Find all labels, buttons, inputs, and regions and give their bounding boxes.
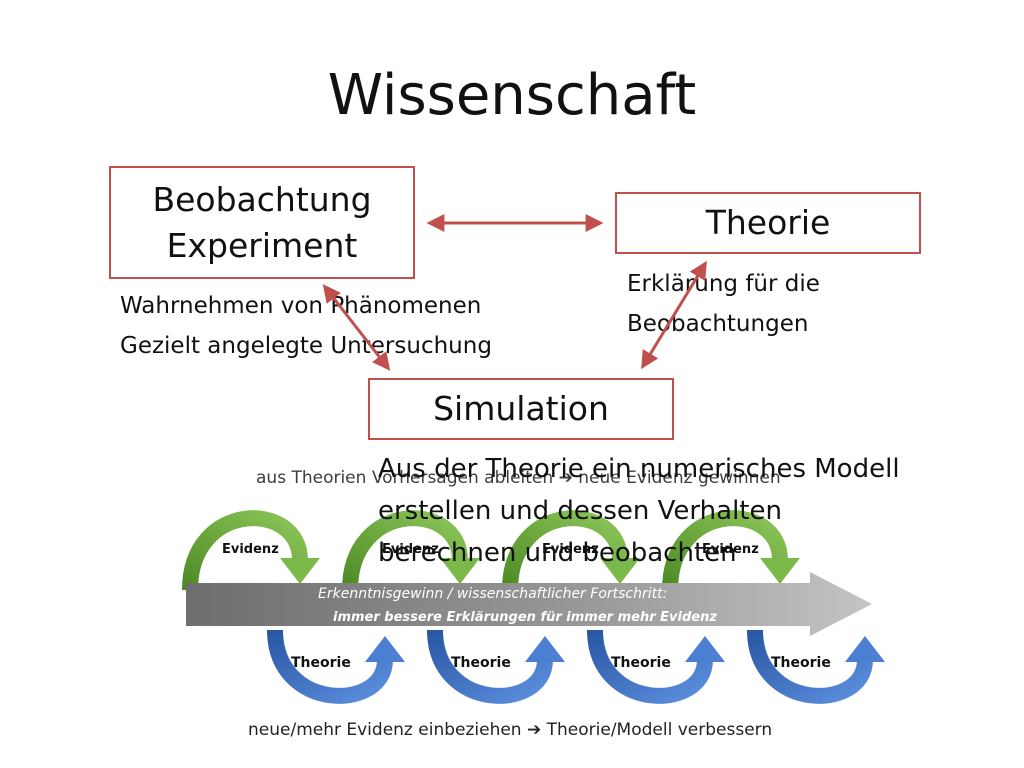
box-simulation-label: Simulation [433, 389, 609, 428]
evidence-label: Evidenz [702, 542, 759, 557]
description-beobachtung-line1: Wahrnehmen von Phänomenen [120, 293, 482, 319]
arrow-right-icon: ➔ [526, 720, 542, 740]
box-theorie: Theorie [615, 192, 921, 254]
theory-label: Theorie [451, 655, 511, 671]
description-simulation-line1: Aus der Theorie ein numerisches Modell [378, 454, 900, 484]
slide-title: Wissenschaft [327, 63, 697, 128]
theory-label: Theorie [771, 655, 831, 671]
theory-arcs [267, 629, 885, 704]
evidence-arc [502, 510, 640, 591]
box-beobachtung-line2: Experiment [166, 225, 358, 265]
theory-arc [427, 629, 565, 704]
evidence-label: Evidenz [222, 542, 279, 557]
bottom-caption: neue/mehr Evidenz einbeziehen ➔ Theorie/… [248, 720, 772, 740]
progress-arrow-line2: immer bessere Erklärungen für immer mehr… [333, 610, 717, 625]
top-caption-result: neue Evidenz gewinnen [578, 468, 781, 488]
evidence-label: Evidenz [382, 542, 439, 557]
evidence-label: Evidenz [542, 542, 599, 557]
box-beobachtung-experiment: Beobachtung Experiment [109, 166, 415, 279]
evidence-arc [662, 510, 800, 591]
evidence-arc [342, 510, 480, 591]
evidence-arc [182, 510, 320, 591]
box-beobachtung-line1: Beobachtung [152, 179, 372, 219]
description-beobachtung: Wahrnehmen von Phänomenen Gezielt angele… [120, 286, 492, 366]
theory-label: Theorie [291, 655, 351, 671]
box-simulation: Simulation [368, 378, 674, 440]
bottom-caption-result: Theorie/Modell verbessern [546, 720, 773, 740]
description-simulation: Aus der Theorie ein numerisches Modell e… [378, 448, 900, 574]
arrow-theorie-simulation [641, 260, 707, 370]
theory-arc [747, 629, 885, 704]
arrow-right-icon: ➔ [558, 468, 573, 488]
description-simulation-line2: erstellen und dessen Verhalten [378, 496, 782, 526]
top-caption-text: aus Theorien Vorhersagen ableiten [256, 468, 554, 488]
theory-arc [587, 629, 725, 704]
description-beobachtung-line2: Gezielt angelegte Untersuchung [120, 333, 492, 359]
box-theorie-label: Theorie [705, 203, 831, 242]
theory-arc [267, 629, 405, 704]
top-caption: aus Theorien Vorhersagen ableiten ➔ neue… [256, 468, 781, 488]
evidence-arcs [182, 510, 800, 591]
theory-label: Theorie [611, 655, 671, 671]
description-simulation-line3: berechnen und beobachten [378, 538, 737, 568]
progress-arrow-line1: Erkenntnisgewinn / wissenschaftlicher Fo… [318, 586, 667, 602]
progress-arrow [186, 572, 872, 636]
arrow-beobachtung-simulation [322, 284, 391, 371]
bottom-caption-text: neue/mehr Evidenz einbeziehen [248, 720, 522, 740]
